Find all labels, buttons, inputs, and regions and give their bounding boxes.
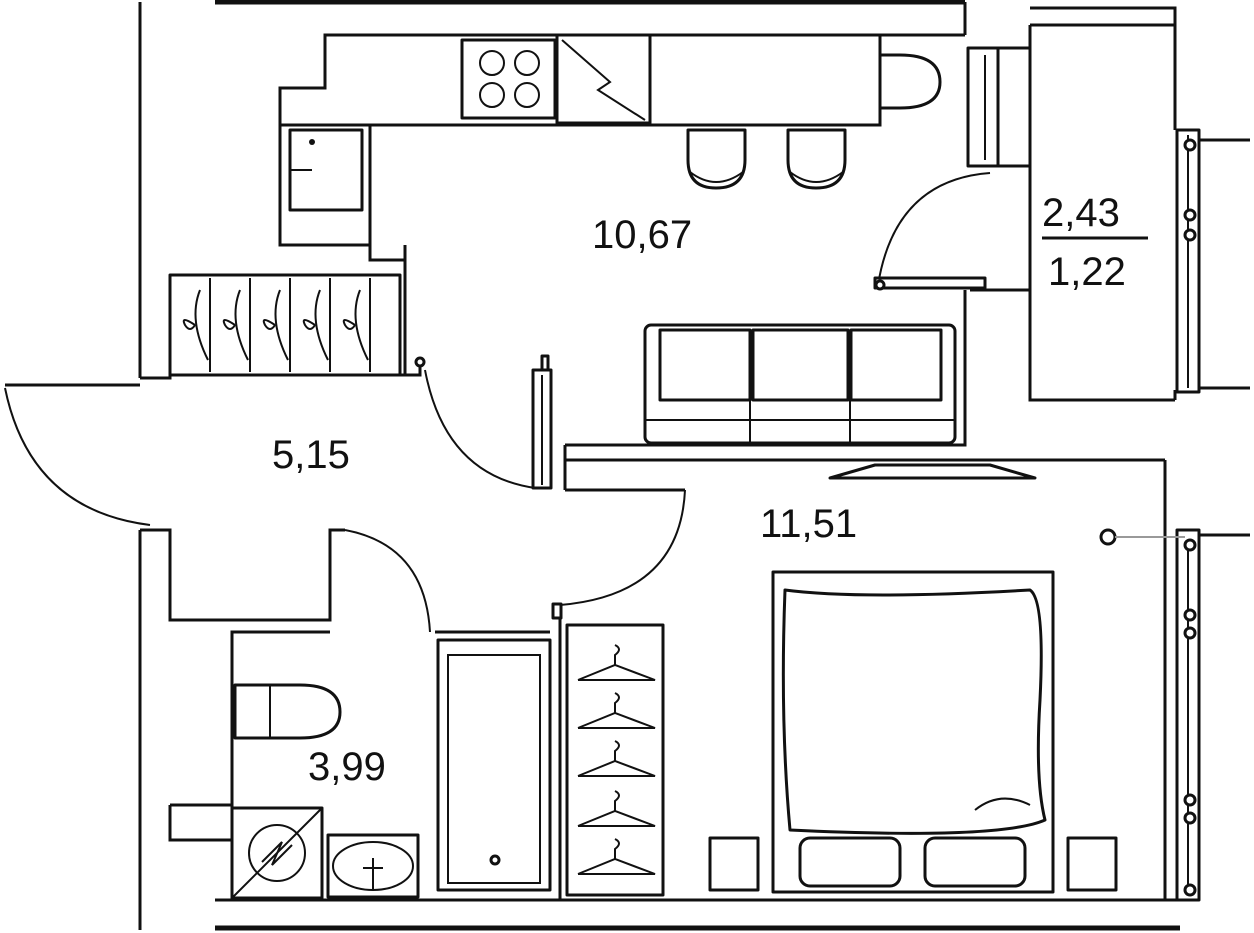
hall-walls	[4, 356, 536, 622]
balcony-partition	[966, 46, 1030, 168]
tv	[828, 463, 1037, 480]
bed	[708, 570, 1118, 894]
balcony-area-top-label: 2,43	[1042, 191, 1120, 235]
balcony-windows	[1175, 128, 1250, 902]
sofa	[643, 323, 957, 445]
balcony-area-bottom-label: 1,22	[1048, 250, 1126, 294]
kitchen-area-label: 10,67	[592, 213, 692, 257]
bathroom-area-label: 3,99	[308, 745, 386, 789]
living-partition	[531, 290, 1165, 606]
bedroom-walls	[551, 528, 1185, 900]
outer-walls	[138, 0, 1180, 931]
bedroom-wardrobe	[565, 623, 665, 897]
hall-area-label: 5,15	[272, 433, 350, 477]
area-labels: 10,67 5,15 3,99 11,51 2,43 1,22	[272, 191, 1148, 789]
balcony-door	[873, 172, 1030, 292]
kitchen-counter	[278, 33, 965, 247]
bedroom-area-label: 11,51	[760, 502, 857, 546]
hall-wardrobe	[168, 245, 407, 377]
bathroom	[168, 529, 552, 900]
bar-stools	[686, 128, 847, 190]
